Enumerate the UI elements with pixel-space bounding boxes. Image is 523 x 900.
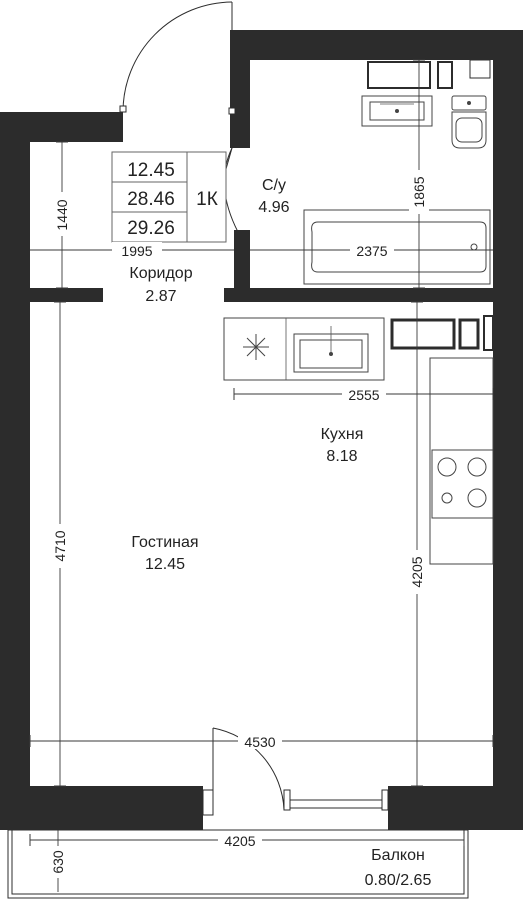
toilet [451,95,487,149]
dim-bathroom-length: 1865 [411,176,427,207]
legend-total-area: 29.26 [127,218,175,239]
walls [0,30,523,830]
living-name: Гостиная [131,534,198,551]
bathroom-name: С/у [262,177,286,194]
legend-living-area: 12.45 [127,160,175,181]
dim-bathroom-width: 2375 [356,243,387,259]
living-area: 12.45 [145,556,185,573]
dim-balcony-depth: 630 [50,850,66,874]
kitchen-counter-top [223,317,385,381]
bathroom-sink [361,95,433,127]
room-labels: С/у 4.96 Коридор 2.87 Кухня 8.18 Гостина… [129,177,431,889]
dim-corridor-width: 1995 [121,243,152,259]
corridor-area: 2.87 [145,288,176,305]
bathtub [303,209,491,285]
dim-living-length: 4710 [52,530,68,561]
corridor-name: Коридор [129,265,192,282]
dim-kitchen-length: 4205 [409,556,425,587]
kitchen-name: Кухня [321,426,364,443]
entry-door [119,1,236,115]
dimension-labels: 1995 1440 1865 2375 2555 4205 4710 4530 … [48,170,429,878]
kitchen-area: 8.18 [326,448,357,465]
balcony-name: Балкон [371,847,425,864]
dim-kitchen-width: 2555 [348,387,379,403]
balcony-area: 0.80/2.65 [365,872,432,889]
kitchen-windows [390,315,494,351]
legend-total-without-balcony: 28.46 [127,189,175,210]
balcony-door [202,727,389,816]
kitchen-counter-right [429,357,494,565]
legend-apartment-type: 1К [196,189,218,210]
dim-corridor-length: 1440 [54,199,70,230]
bathroom-area: 4.96 [258,199,289,216]
dim-apartment-width: 4530 [244,734,275,750]
top-windows [367,59,491,89]
dim-balcony-width: 4205 [224,833,255,849]
area-legend: 12.45 28.46 29.26 1К [111,151,227,243]
